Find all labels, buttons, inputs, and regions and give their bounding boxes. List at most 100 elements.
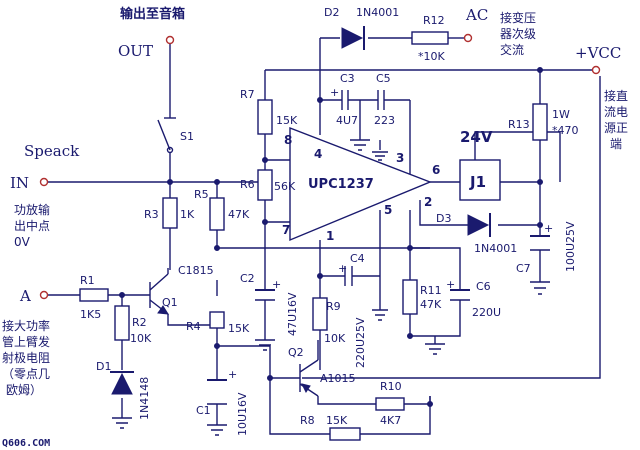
diode-d2	[341, 26, 365, 50]
label-dc-note-2: 流电	[604, 105, 628, 119]
q2-emitter-arrow	[301, 383, 311, 393]
label-c1-val: 10U16V	[236, 392, 249, 436]
label-a: A	[19, 287, 31, 305]
watermark: Q606.COM	[2, 438, 50, 449]
resistor-r12	[411, 31, 449, 45]
label-d3: D3	[436, 212, 451, 225]
label-ic-name: UPC1237	[308, 177, 374, 192]
label-c2: C2	[240, 272, 255, 285]
label-r1-val: 1K5	[80, 308, 101, 321]
label-pin5: 5	[384, 203, 392, 217]
label-note-4: （零点几	[2, 367, 50, 381]
label-c1: C1	[196, 404, 211, 417]
resistor-r6	[257, 169, 273, 201]
label-dc-note-1: 接直	[604, 88, 628, 103]
label-r7: R7	[240, 88, 255, 101]
label-d1-val: 1N4148	[138, 377, 151, 420]
label-dc-note-3: 源正	[604, 121, 628, 135]
label-q1: Q1	[162, 296, 178, 309]
label-note-1: 接大功率	[2, 318, 50, 333]
label-r9-val: 10K	[324, 332, 346, 345]
out-terminal	[165, 35, 175, 45]
ac-terminal	[463, 33, 473, 43]
label-s1: S1	[180, 130, 194, 143]
a-terminal	[39, 290, 49, 300]
label-c6-plus: +	[446, 278, 455, 291]
label-midpoint-3: 0V	[14, 235, 31, 249]
resistor-r7	[257, 99, 273, 135]
ground-symbols	[112, 139, 550, 436]
label-r4: R4	[186, 320, 201, 333]
label-out: OUT	[118, 42, 153, 60]
label-ac-note-3: 交流	[500, 42, 524, 57]
label-vcc: +VCC	[575, 44, 621, 62]
label-r8-val: 15K	[326, 414, 348, 427]
label-r10-val: 4K7	[380, 414, 401, 427]
label-d3-val: 1N4001	[474, 242, 517, 255]
label-note-2: 管上臂发	[2, 334, 50, 349]
label-pin4: 4	[314, 147, 322, 161]
label-midpoint-2: 出中点	[14, 218, 50, 233]
label-pin6: 6	[432, 163, 440, 177]
label-c7-val: 100U25V	[564, 221, 577, 272]
resistor-r8	[329, 427, 361, 441]
label-c7-plus: +	[544, 222, 553, 235]
label-r5: R5	[194, 188, 209, 201]
label-c3: C3	[340, 72, 355, 85]
label-in: IN	[10, 174, 29, 192]
label-r13: R13	[508, 118, 530, 131]
label-r3: R3	[144, 208, 159, 221]
label-c6: C6	[476, 280, 491, 293]
label-c5-val: 223	[374, 114, 395, 127]
resistor-r4	[209, 311, 225, 329]
label-c1-plus: +	[228, 368, 237, 381]
label-r13-val2: *470	[552, 124, 579, 137]
label-r4-val: 15K	[228, 322, 250, 335]
label-c1815: C1815	[178, 264, 214, 277]
label-d1: D1	[96, 360, 111, 373]
label-r6-val: 56K	[274, 180, 296, 193]
label-c4-val: 220U25V	[354, 317, 367, 368]
label-d2: D2	[324, 6, 339, 19]
label-pin3: 3	[396, 151, 404, 165]
label-pin7: 7	[282, 223, 290, 237]
label-c3-val: 4U7	[336, 114, 358, 127]
label-24v: 24V	[460, 128, 493, 146]
label-d2-val: 1N4001	[356, 6, 399, 19]
label-c3-plus: +	[330, 86, 339, 99]
switch-s1	[157, 117, 176, 154]
label-r6: R6	[240, 178, 255, 191]
label-note-5: 欧姆）	[6, 383, 42, 397]
label-dc-note-4: 端	[610, 137, 622, 151]
resistor-r1	[79, 288, 109, 302]
label-pin1: 1	[326, 229, 334, 243]
label-a1015: A1015	[320, 372, 356, 385]
label-r2: R2	[132, 316, 147, 329]
resistor-r3	[162, 197, 178, 229]
relay-j1	[459, 159, 501, 201]
label-c6-val: 220U	[472, 306, 501, 319]
label-c7: C7	[516, 262, 531, 275]
label-c2-val: 47U16V	[286, 292, 299, 336]
label-ac: AC	[465, 6, 488, 24]
diode-d3	[467, 213, 491, 237]
label-out-to-speaker: 输出至音箱	[120, 6, 185, 22]
label-r12-val: *10K	[418, 50, 445, 63]
label-r2-val: 10K	[130, 332, 152, 345]
label-r10: R10	[380, 380, 402, 393]
label-r11-val: 47K	[420, 298, 442, 311]
label-pin2: 2	[424, 195, 432, 209]
label-r7-val: 15K	[276, 114, 298, 127]
resistor-r13	[532, 103, 548, 141]
label-r3-val: 1K	[180, 208, 195, 221]
vcc-terminal	[591, 65, 601, 75]
resistor-r11	[402, 279, 418, 315]
label-r13-val1: 1W	[552, 108, 570, 121]
label-r11: R11	[420, 284, 442, 297]
label-speack: Speack	[24, 142, 80, 160]
label-ac-note-1: 接变压	[500, 10, 536, 25]
resistor-r9	[312, 297, 328, 331]
label-c4: C4	[350, 252, 365, 265]
